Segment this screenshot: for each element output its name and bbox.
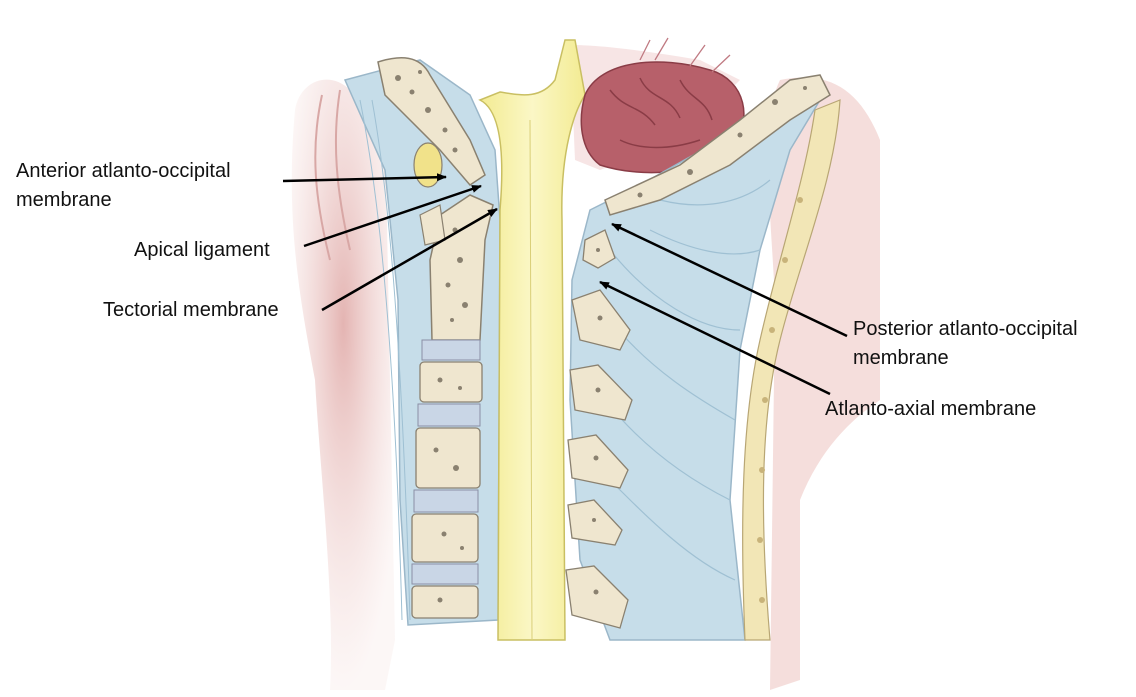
label-posterior-line2: membrane bbox=[853, 344, 1078, 373]
pharyngeal-soft-tissue bbox=[292, 80, 395, 690]
label-posterior-line1: Posterior atlanto-occipital bbox=[853, 315, 1078, 344]
vertebral-bodies bbox=[412, 340, 482, 618]
label-anterior-line1: Anterior atlanto-occipital bbox=[16, 157, 231, 186]
label-tectorial-membrane: Tectorial membrane bbox=[103, 296, 279, 325]
label-apical-ligament: Apical ligament bbox=[134, 236, 270, 265]
label-anterior-line2: membrane bbox=[16, 186, 231, 215]
label-anterior-atlanto-occipital-membrane: Anterior atlanto-occipital membrane bbox=[16, 157, 231, 215]
label-posterior-atlanto-occipital-membrane: Posterior atlanto-occipital membrane bbox=[853, 315, 1078, 373]
label-atlanto-axial-membrane: Atlanto-axial membrane bbox=[825, 395, 1036, 424]
